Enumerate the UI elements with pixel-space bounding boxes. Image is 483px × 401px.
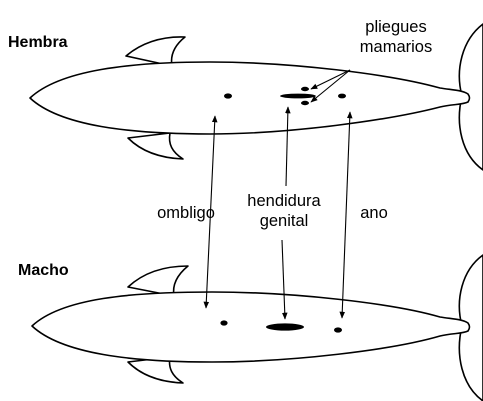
male-body xyxy=(31,291,471,363)
male-anus-dot xyxy=(334,327,342,333)
female-anus-dot xyxy=(338,93,346,99)
female-tail-fluke xyxy=(458,23,483,171)
male-tail-fluke xyxy=(458,254,483,401)
male-upper-flipper xyxy=(127,265,189,297)
navel-label: ombligo xyxy=(157,204,215,222)
arrow-mammary-upper xyxy=(310,69,351,90)
female-body xyxy=(29,61,471,135)
female-lower-flipper xyxy=(127,132,184,160)
pointer-arrows xyxy=(203,69,353,320)
female-navel-dot xyxy=(224,93,232,99)
genital-slit-label-line1: hendidura xyxy=(247,192,321,210)
male-dolphin xyxy=(31,254,483,401)
arrow-anus xyxy=(339,111,353,319)
arrow-genital-female xyxy=(285,106,291,187)
arrow-genital-male xyxy=(281,239,288,320)
female-mammary-fold-upper xyxy=(301,86,309,92)
arrow-mammary-lower xyxy=(310,69,351,103)
female-label: Hembra xyxy=(8,34,68,51)
male-label: Macho xyxy=(18,262,69,279)
male-lower-flipper xyxy=(127,356,184,384)
male-genital-slit xyxy=(266,323,304,331)
male-navel-dot xyxy=(220,320,228,326)
mammary-folds-label-line2: mamarios xyxy=(360,38,432,56)
genital-slit-label-line2: genital xyxy=(260,212,309,230)
female-genital-slit xyxy=(280,93,316,99)
female-dolphin xyxy=(29,23,483,171)
anus-label: ano xyxy=(360,204,388,222)
female-mammary-fold-lower xyxy=(301,100,309,106)
arrow-navel xyxy=(203,115,218,309)
mammary-folds-label-line1: pliegues xyxy=(365,18,426,36)
female-upper-flipper xyxy=(125,36,186,67)
